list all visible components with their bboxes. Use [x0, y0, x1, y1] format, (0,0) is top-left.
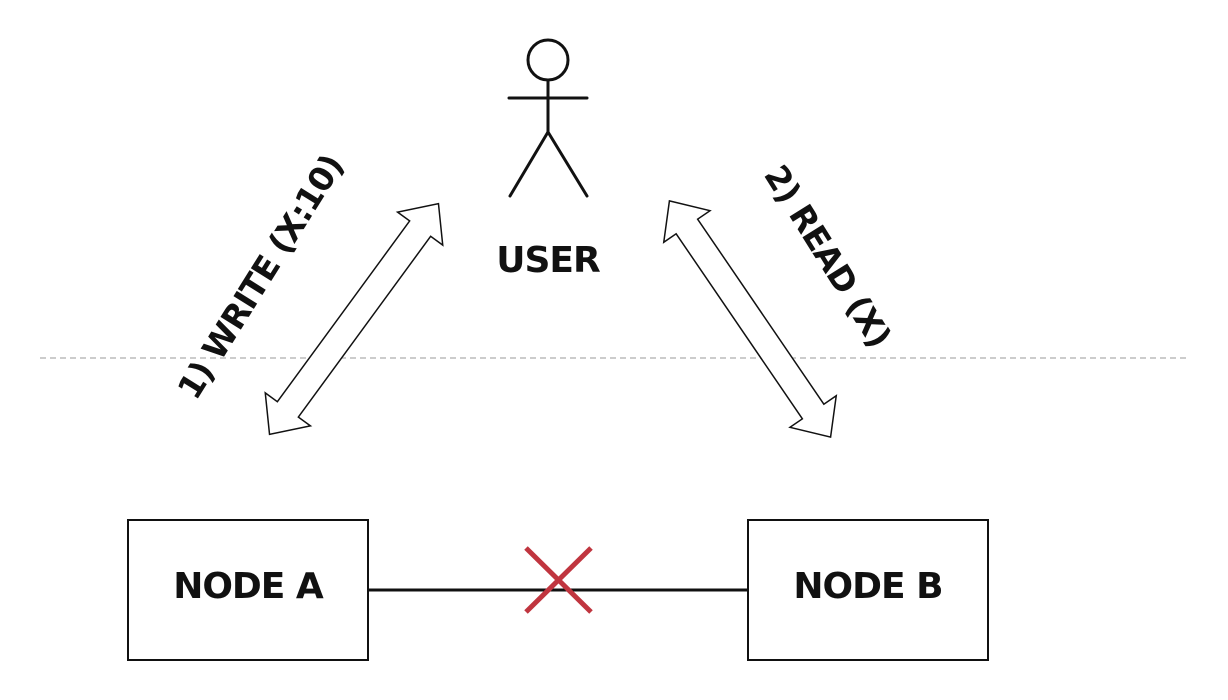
node-a: NODE A: [127, 519, 369, 661]
node-a-label: NODE A: [173, 566, 324, 607]
partition-x-icon: [524, 546, 593, 614]
read-arrow: [662, 199, 838, 439]
user-actor-icon: [507, 38, 589, 198]
node-b: NODE B: [747, 519, 989, 661]
user-label: USER: [496, 240, 600, 281]
node-b-box: [747, 519, 989, 661]
read-operation-label: 2) READ (X): [756, 158, 899, 354]
node-b-label: NODE B: [793, 566, 942, 607]
write-arrow: [264, 202, 444, 436]
node-a-box: [127, 519, 369, 661]
